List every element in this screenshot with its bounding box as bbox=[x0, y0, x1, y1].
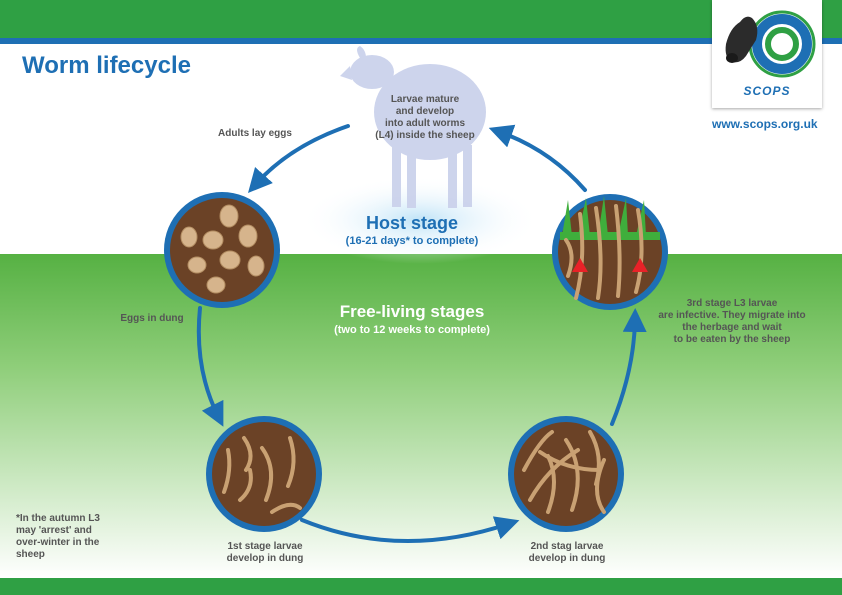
eggs-in-dung-circle bbox=[164, 192, 280, 308]
website-link[interactable]: www.scops.org.uk bbox=[712, 117, 818, 131]
logo-name: SCOPS bbox=[743, 84, 791, 98]
second-stage-label: 2nd stag larvae develop in dung bbox=[528, 541, 606, 564]
ram-head-icon bbox=[725, 10, 816, 78]
second-stage-larvae-circle bbox=[508, 416, 624, 532]
first-stage-label: 1st stage larvae develop in dung bbox=[226, 541, 304, 564]
scops-logo: SCOPS bbox=[712, 0, 822, 108]
footnote: *In the autumn L3 may 'arrest' and over-… bbox=[16, 513, 100, 560]
cycle-arrow-icon bbox=[196, 124, 647, 544]
third-stage-larvae-circle bbox=[552, 194, 668, 310]
eggs-in-dung-label: Eggs in dung bbox=[120, 313, 184, 324]
larva-icon bbox=[564, 204, 644, 300]
free-living-area bbox=[0, 254, 842, 578]
top-blue-stripe bbox=[0, 38, 842, 44]
top-green-band bbox=[0, 0, 842, 38]
egg-icon bbox=[180, 204, 265, 294]
page-title: Worm lifecycle bbox=[22, 52, 191, 79]
larvae-mature-label: Larvae mature and develop into adult wor… bbox=[375, 94, 475, 141]
larva-icon bbox=[222, 436, 302, 514]
free-living-duration: (two to 12 weeks to complete) bbox=[334, 324, 490, 336]
l3-larvae-label: 3rd stage L3 larvae are infective. They … bbox=[658, 298, 806, 345]
free-living-title: Free-living stages bbox=[339, 302, 485, 321]
larva-icon bbox=[522, 430, 606, 514]
bottom-green-band bbox=[0, 578, 842, 595]
sheep-silhouette-icon bbox=[340, 46, 486, 208]
adults-lay-eggs-label: Adults lay eggs bbox=[218, 128, 292, 139]
host-stage-title: Host stage bbox=[365, 213, 459, 233]
first-stage-larvae-circle bbox=[206, 416, 322, 532]
host-stage-duration: (16-21 days* to complete) bbox=[345, 235, 479, 247]
